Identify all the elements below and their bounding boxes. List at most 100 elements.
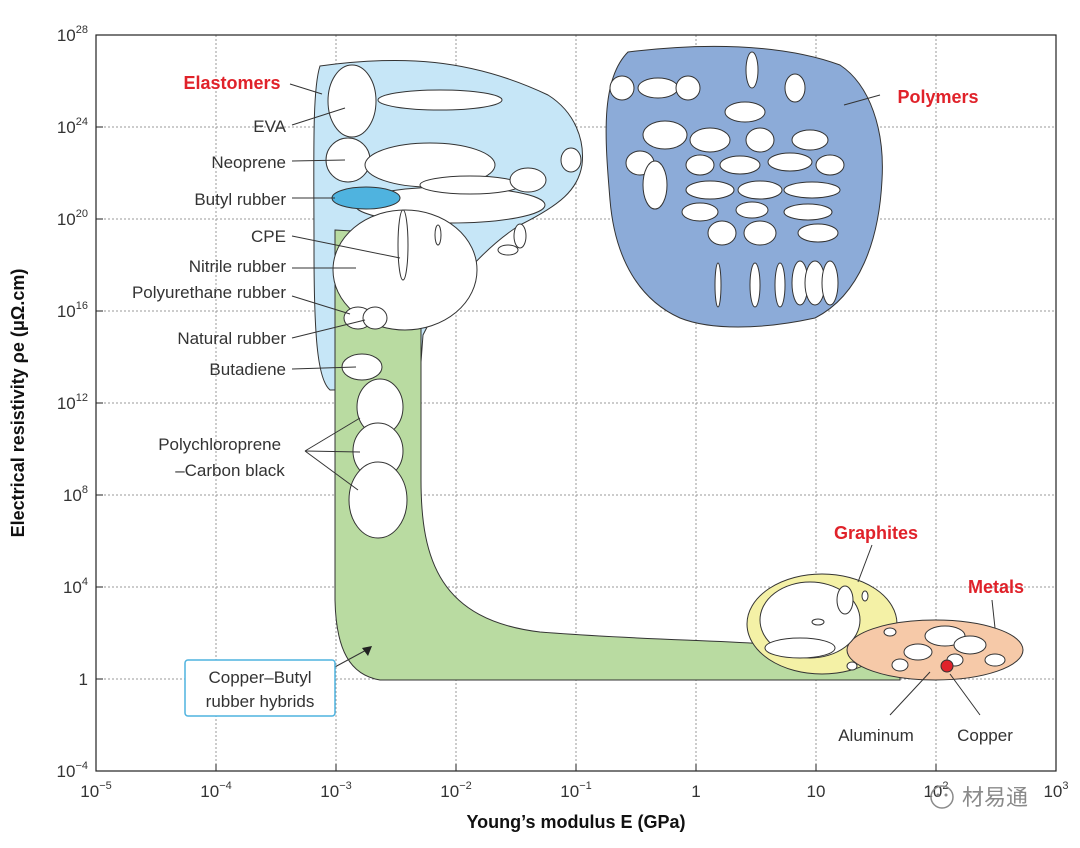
leader-lines xyxy=(289,83,996,716)
x-tick-base: 10 xyxy=(560,782,579,801)
watermark-text: 材易通 xyxy=(962,786,1028,811)
cpe-bubble xyxy=(397,209,409,281)
x-tick-base: 10 xyxy=(200,782,219,801)
polymer-bubble xyxy=(784,73,806,103)
wechat-icon xyxy=(930,785,954,809)
polymer-bubble xyxy=(815,154,845,176)
y-tick-label: 10−4 xyxy=(57,760,88,781)
natural-rubber-bubble xyxy=(362,306,388,330)
y-tick-exp: 24 xyxy=(76,116,88,128)
metal-bubble xyxy=(953,635,987,655)
polymer-bubble xyxy=(735,201,769,219)
polymer-bubble xyxy=(685,154,715,176)
metal-bubble xyxy=(984,653,1006,667)
polymer-bubble xyxy=(681,202,719,222)
graphite-bubble xyxy=(764,637,836,659)
elastomer-small-1 xyxy=(509,167,547,193)
elastomer-band-1 xyxy=(377,89,503,111)
polymer-bubble xyxy=(714,262,722,308)
hybrid-callout-box xyxy=(184,659,336,717)
x-tick-exp: −5 xyxy=(99,780,112,792)
copper-point xyxy=(940,659,954,673)
y-tick-base: 10 xyxy=(57,302,76,321)
metal-bubble xyxy=(891,658,909,672)
polymer-bubble xyxy=(783,181,841,199)
y-tick-base: 10 xyxy=(57,118,76,137)
y-tick-exp: 16 xyxy=(76,300,88,312)
nitrile-inner xyxy=(434,224,442,246)
y-tick-base: 10 xyxy=(63,578,82,597)
hybrid-arrow-icon xyxy=(362,646,372,656)
polymer-bubble xyxy=(642,120,688,150)
wechat-icon-dot xyxy=(936,793,940,797)
polymer-bubble xyxy=(797,223,839,243)
y-tick-base: 10 xyxy=(57,394,76,413)
polymer-bubble xyxy=(791,129,829,151)
polymer-bubble xyxy=(767,152,813,172)
metal-bubble xyxy=(903,643,933,661)
polymer-bubble xyxy=(783,203,833,221)
polymer-bubble xyxy=(707,220,737,246)
label-polyurethane-rubber: Polyurethane rubber xyxy=(132,283,286,302)
label-graphites: Graphites xyxy=(834,523,918,543)
polymer-bubble xyxy=(737,180,783,200)
y-tick-exp: 8 xyxy=(82,484,88,496)
label-neoprene: Neoprene xyxy=(211,153,286,172)
y-tick-exp: 20 xyxy=(76,208,88,220)
x-tick-base: 1 xyxy=(691,782,700,801)
label-polychloroprene: Polychloroprene –Carbon black xyxy=(158,435,286,480)
polymer-bubble xyxy=(743,220,777,246)
polymer-bubble xyxy=(689,127,731,153)
y-tick-exp: 4 xyxy=(82,576,88,588)
eva-bubble xyxy=(327,64,377,138)
x-tick-exp: 3 xyxy=(1062,780,1068,792)
polymer-bubble xyxy=(745,51,759,89)
y-tick-base: 10 xyxy=(57,210,76,229)
y-tick-exp: 12 xyxy=(76,392,88,404)
x-tick-base: 10 xyxy=(80,782,99,801)
graphite-bubble xyxy=(811,618,825,626)
y-tick-label: 104 xyxy=(63,576,88,597)
metal-bubble xyxy=(883,627,897,637)
hybrid-label-line1: Copper–Butyl xyxy=(208,668,311,687)
hybrid-label-line2: rubber hybrids xyxy=(206,692,315,711)
label-eva: EVA xyxy=(253,117,286,136)
polymer-bubble xyxy=(685,180,735,200)
elastomer-small-3 xyxy=(513,223,527,249)
x-tick-exp: −3 xyxy=(339,780,352,792)
x-tick-base: 10 xyxy=(1043,782,1062,801)
x-tick-base: 10 xyxy=(440,782,459,801)
x-tick-label: 10−2 xyxy=(440,780,471,801)
y-tick-base: 10 xyxy=(57,762,76,781)
polymer-bubble xyxy=(821,260,839,306)
polymer-bubble xyxy=(637,77,679,99)
graphite-bubble xyxy=(846,661,858,671)
y-tick-label: 1012 xyxy=(57,392,88,413)
x-tick-label: 10−4 xyxy=(200,780,231,801)
y-tick-label: 1024 xyxy=(57,116,88,137)
label-natural-rubber: Natural rubber xyxy=(177,329,286,348)
polymer-bubble xyxy=(609,75,635,101)
label-copper: Copper xyxy=(957,726,1013,745)
x-tick-label: 10−3 xyxy=(320,780,351,801)
x-tick-exp: −1 xyxy=(579,780,592,792)
x-tick-label: 10 xyxy=(807,782,826,801)
elastomer-small-2 xyxy=(560,147,582,173)
elastomer-band-4 xyxy=(419,175,521,195)
label-butadiene: Butadiene xyxy=(209,360,286,379)
polymer-bubble xyxy=(719,155,761,175)
label-cpe: CPE xyxy=(251,227,286,246)
x-tick-label: 10−1 xyxy=(560,780,591,801)
elastomer-small-4 xyxy=(497,244,519,256)
label-butyl-rubber: Butyl rubber xyxy=(194,190,286,209)
pc-cb-bubble-3 xyxy=(348,461,408,539)
wechat-icon-dot xyxy=(944,793,948,797)
x-tick-exp: −4 xyxy=(219,780,232,792)
x-tick-label: 102 xyxy=(923,780,948,801)
x-tick-base: 10 xyxy=(320,782,339,801)
x-axis-title: Young’s modulus E (GPa) xyxy=(466,812,685,832)
polymer-bubble xyxy=(749,262,761,308)
polymer-bubble xyxy=(642,160,668,210)
